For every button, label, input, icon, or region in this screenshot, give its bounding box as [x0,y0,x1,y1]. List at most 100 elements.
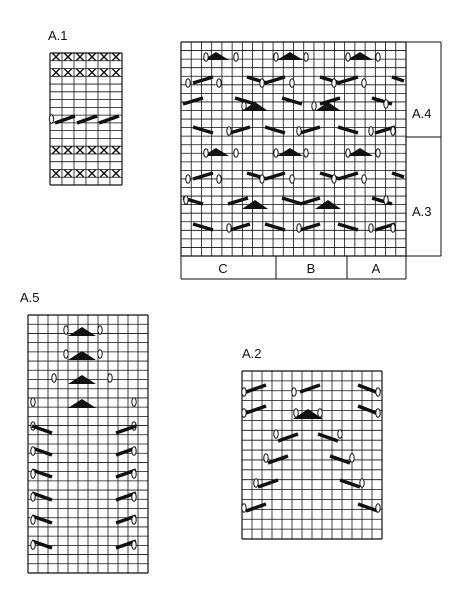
slant-bar-symbol [337,171,359,181]
yarn-over-symbol [375,408,381,418]
yarn-over-symbol [259,78,265,88]
yarn-over-symbol [331,174,337,184]
yarn-over-symbol [293,408,299,418]
cross-symbol [51,169,61,178]
yarn-over-symbol [359,478,365,488]
yarn-over-symbol [241,503,247,513]
triangle-symbol [293,409,323,419]
slant-bar-symbol [115,424,137,435]
slant-bar-symbol [227,196,249,206]
yarn-over-symbol [263,453,269,463]
slant-bar-symbol [357,502,379,513]
triangle-symbol [68,327,96,336]
slant-bar-symbol [357,383,377,394]
cross-symbol [63,68,73,77]
yarn-over-symbol [361,174,367,184]
yarn-over-symbol [131,469,137,479]
triangle-symbol [68,351,96,360]
yarn-over-symbol [226,223,232,233]
yarn-over-symbol [185,78,191,88]
slant-bar-symbol [299,125,321,135]
yarn-over-symbol [375,148,381,158]
slant-bar-symbol [54,114,76,125]
slant-bar-symbol [76,114,98,125]
yarn-over-symbol [30,540,36,550]
cross-symbol [63,169,73,178]
cross-symbol [111,68,121,77]
slant-bar-symbol [277,432,299,443]
slant-bar-symbol [391,171,405,179]
slant-bar-symbol [299,383,321,394]
yarn-over-symbol [375,503,381,513]
yarn-over-symbol [375,387,381,397]
yarn-over-symbol [296,126,302,136]
slant-bar-symbol [192,75,214,85]
yarn-over-symbol [390,223,396,233]
chart-a3-label: A.3 [412,204,432,219]
triangle-symbol [315,200,341,209]
slant-bar-symbol [337,125,359,135]
yarn-over-symbol [296,223,302,233]
triangle-symbol [203,52,229,60]
slant-bar-symbol [357,404,377,415]
cross-symbol [99,145,109,155]
cross-symbol [111,145,121,155]
slant-bar-symbol [281,96,303,106]
slant-bar-symbol [31,424,53,435]
slant-bar-symbol [31,514,53,525]
yarn-over-symbol [131,492,137,502]
slant-bar-symbol [329,454,351,465]
yarn-over-symbol [345,52,351,62]
yarn-over-symbol [48,114,55,124]
cross-symbol [63,52,73,61]
slant-bar-symbol [257,478,279,489]
cross-symbol [99,169,109,178]
cross-symbol [75,169,85,178]
triangle-symbol [242,102,268,111]
yarn-over-symbol [253,478,259,488]
chart-a2-grid [241,370,383,540]
slant-bar-symbol [264,222,286,232]
yarn-over-symbol [30,469,36,479]
yarn-over-symbol [233,52,239,62]
yarn-over-symbol [203,52,209,62]
yarn-over-symbol [241,387,247,397]
yarn-over-symbol [331,78,337,88]
yarn-over-symbol [289,78,295,88]
cross-symbol [87,145,97,155]
cross-symbol [111,52,121,61]
yarn-over-symbol [361,78,367,88]
triangle-symbol [315,102,341,111]
yarn-over-symbol [303,148,309,158]
yarn-over-symbol [216,78,222,88]
triangle-symbol [277,148,303,156]
chart-a5-grid [27,314,149,574]
triangle-symbol [242,200,268,209]
cross-symbol [51,68,61,77]
column-label-a: A [372,261,381,276]
triangle-symbol [347,148,373,156]
slant-bar-symbol [229,125,251,135]
yarn-over-symbol [273,52,279,62]
slant-bar-symbol [317,432,339,443]
slant-bar-symbol [299,222,321,232]
triangle-symbol [68,399,96,408]
slant-bar-symbol [98,114,120,125]
yarn-over-symbol [273,429,279,439]
cross-symbol [63,145,73,155]
slant-bar-symbol [192,222,214,232]
yarn-over-symbol [131,540,137,550]
yarn-over-symbol [390,126,396,136]
yarn-over-symbol [203,148,209,158]
yarn-over-symbol [349,453,355,463]
slant-bar-symbol [371,196,393,206]
yarn-over-symbol [131,397,137,407]
slant-bar-symbol [281,196,303,206]
yarn-over-symbol [97,325,103,335]
slant-bar-symbol [182,96,204,106]
cross-symbol [87,169,97,178]
yarn-over-symbol [226,126,232,136]
cross-symbol [51,52,61,61]
slant-bar-symbol [31,468,53,479]
